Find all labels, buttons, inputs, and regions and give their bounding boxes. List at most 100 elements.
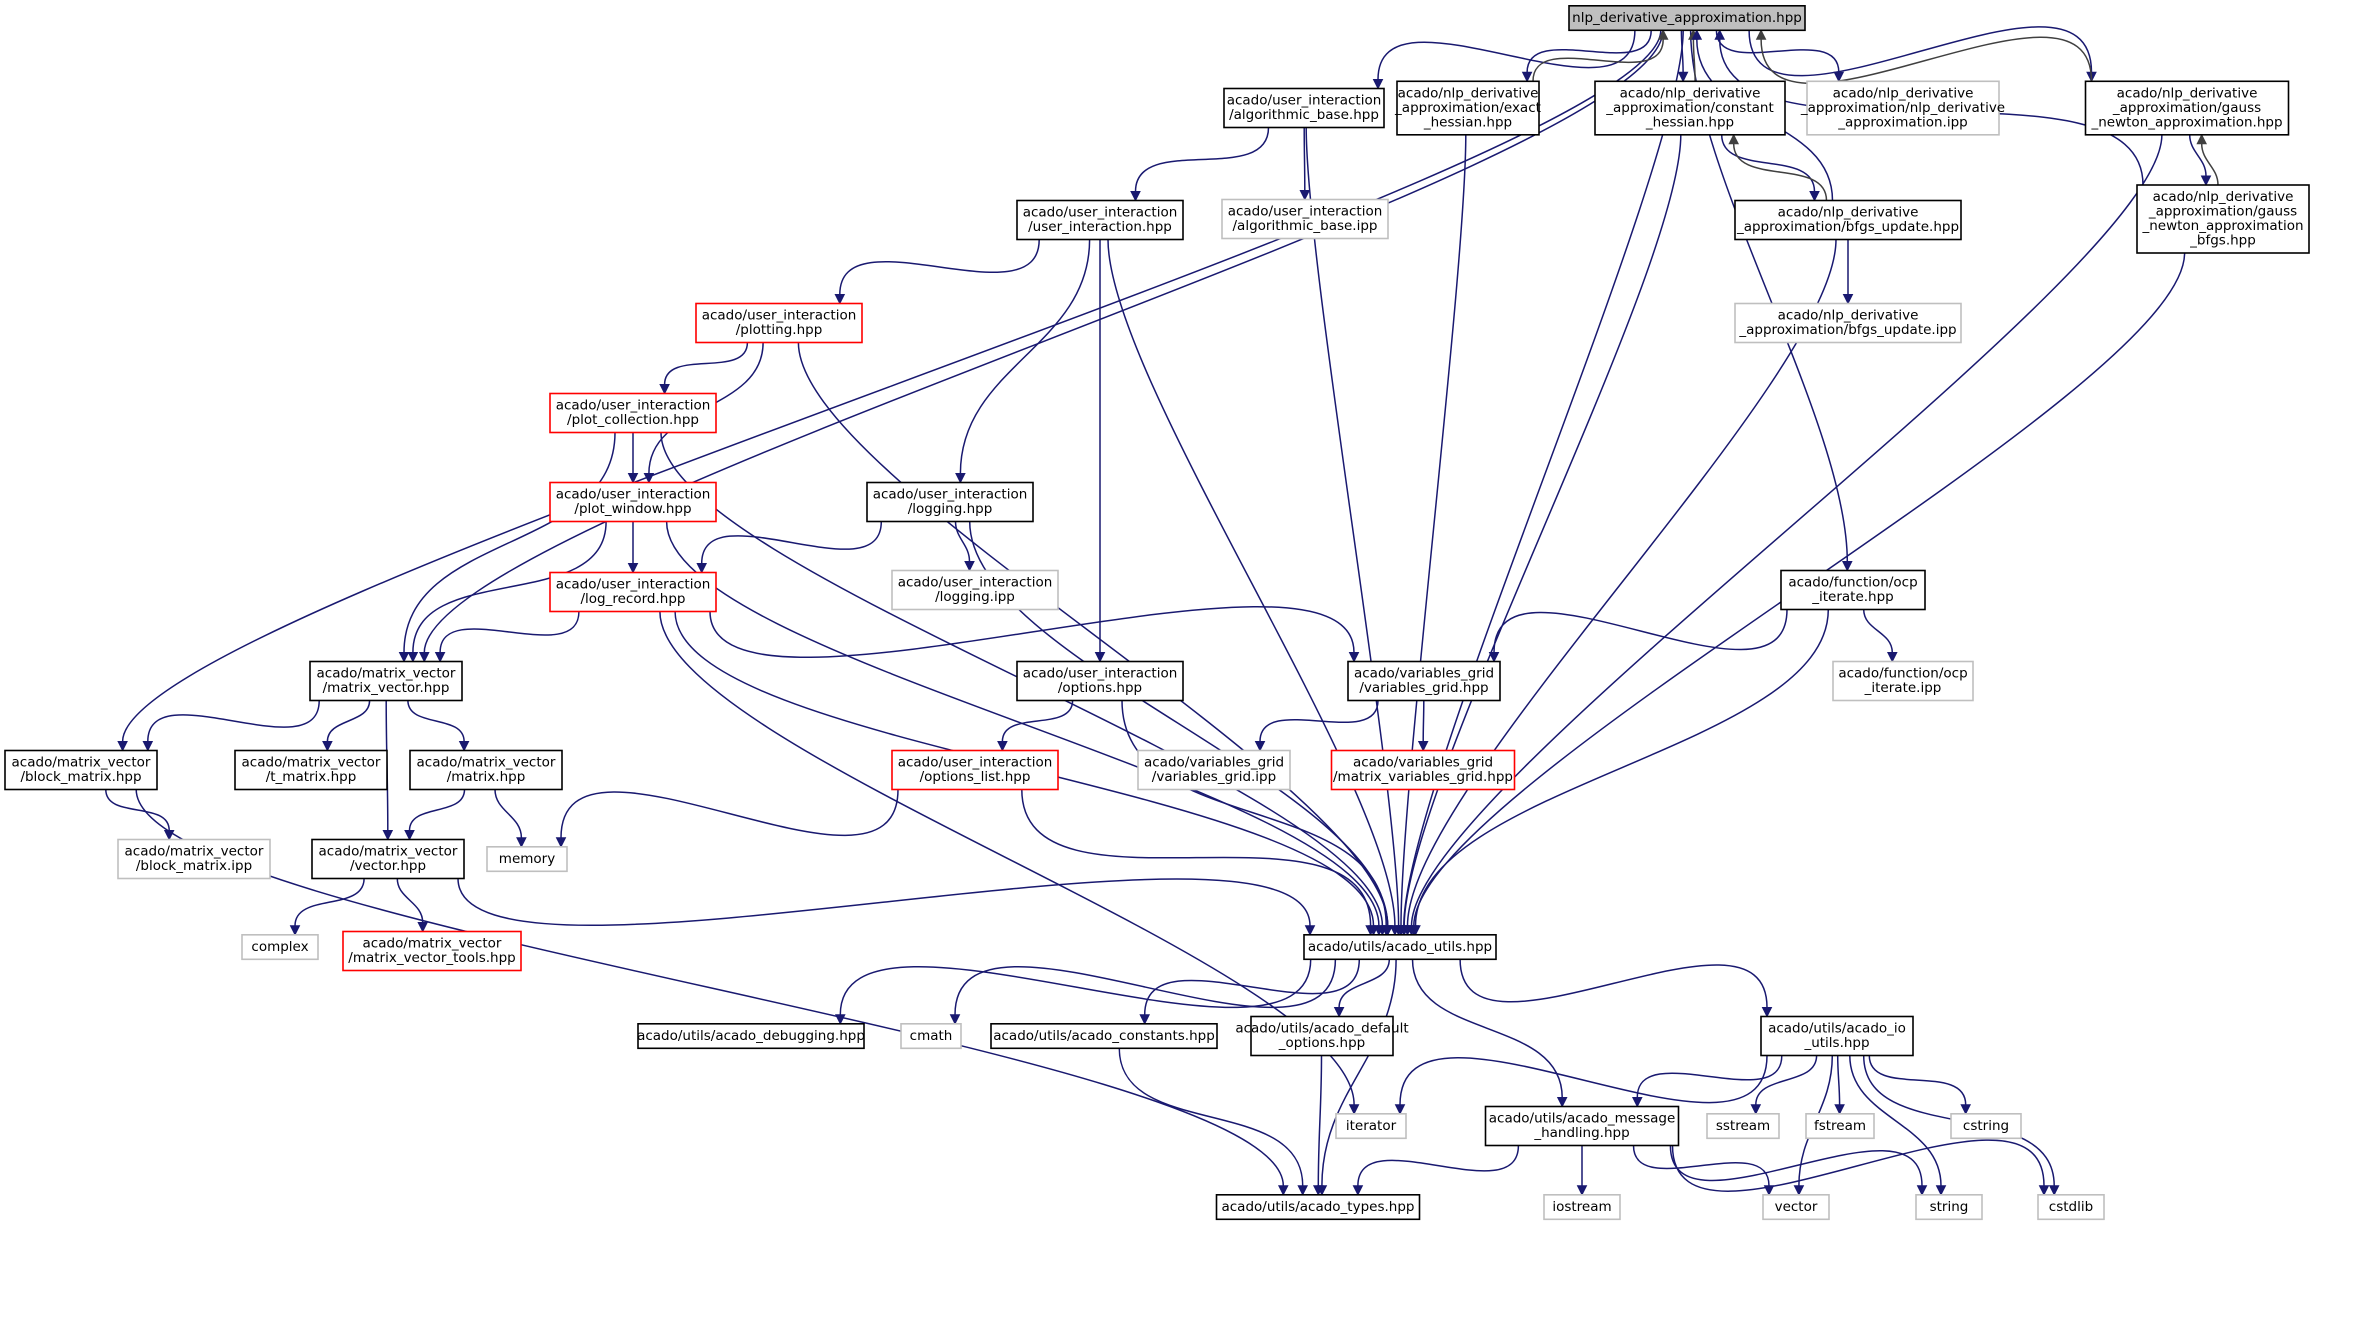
edge-root-to-utils [1398,30,1684,936]
node-box [1330,749,1516,791]
edge-bfgs-to-const_hess [1728,133,1828,201]
node-string: string [1915,1194,1983,1221]
node-tmatrix[interactable]: acado/matrix_vector/t_matrix.hpp [234,749,388,791]
node-box [637,1022,865,1050]
node-debugging[interactable]: acado/utils/acado_debugging.hpp [637,1022,865,1050]
edge-opt_list-to-utils [1021,789,1376,936]
node-alg-base[interactable]: acado/user_interaction/algorithmic_base.… [1223,87,1385,129]
node-options[interactable]: acado/user_interaction/options.hpp [1016,660,1184,702]
node-label-line: /algorithmic_base.hpp [1229,107,1379,123]
node-box [1303,933,1497,961]
node-label-line: cstdlib [2049,1199,2093,1215]
node-label-line: acado/matrix_vector [363,936,502,952]
node-label-line: acado/matrix_vector [242,755,381,771]
node-logging[interactable]: acado/user_interaction/logging.hpp [866,481,1034,523]
edge-root-to-alg_base [1372,30,1636,90]
edge-root-to-gauss [1748,26,2097,83]
edge-io-to-msg [1631,1055,1783,1108]
node-constants[interactable]: acado/utils/acado_constants.hpp [990,1022,1218,1050]
node-box [1016,199,1184,241]
node-gauss-bfgs[interactable]: acado/nlp_derivative_approximation/gauss… [2136,184,2310,254]
node-box [695,302,863,344]
node-plot-win[interactable]: acado/user_interaction/plot_window.hpp [549,481,717,523]
node-gauss[interactable]: acado/nlp_derivative_approximation/gauss… [2084,80,2290,136]
node-memory: memory [486,845,568,873]
node-ui[interactable]: acado/user_interaction/user_interaction.… [1016,199,1184,241]
node-box [1734,302,1962,344]
node-label-line: /plotting.hpp [736,322,823,338]
edge-root-to-exact_hess [1521,30,1652,83]
node-label-line: acado/variables_grid [1144,755,1284,771]
edge-options-to-utils [1121,700,1392,936]
node-vgrid[interactable]: acado/variables_grid/variables_grid.hpp [1347,660,1501,702]
node-box [549,392,717,434]
node-box [1950,1113,2022,1140]
node-label-line: sstream [1716,1118,1770,1134]
node-root[interactable]: nlp_derivative_approximation.hpp [1568,5,1806,32]
edge-constants-to-types [1118,1048,1309,1196]
node-types[interactable]: acado/utils/acado_types.hpp [1215,1194,1421,1221]
node-bfgs[interactable]: acado/nlp_derivative_approximation/bfgs_… [1734,199,1962,241]
node-bfgs-ipp: acado/nlp_derivative_approximation/bfgs_… [1734,302,1962,344]
node-mv[interactable]: acado/matrix_vector/matrix_vector.hpp [309,660,463,702]
node-label-line: acado/utils/acado_io [1768,1021,1906,1037]
edge-matrix-to-memory [494,789,527,848]
node-msg[interactable]: acado/utils/acado_message_handling.hpp [1484,1105,1680,1147]
node-const-hess[interactable]: acado/nlp_derivative_approximation/const… [1594,80,1786,136]
edge-ui-to-logging [955,239,1091,484]
node-label-line: /plot_collection.hpp [567,412,699,428]
node-io[interactable]: acado/utils/acado_io_utils.hpp [1760,1015,1914,1057]
node-label-line: acado/utils/acado_types.hpp [1221,1199,1414,1215]
edge-alg_base-to-utils [1305,127,1404,936]
node-label-line: acado/user_interaction [1023,666,1178,682]
node-label-line: /algorithmic_base.ipp [1233,218,1378,234]
edge-utils-to-io [1459,959,1773,1018]
node-label-line: /options.hpp [1058,680,1142,696]
node-opt-list[interactable]: acado/user_interaction/options_list.hpp [891,749,1059,791]
node-label-line: acado/user_interaction [1228,204,1383,220]
node-mvgrid[interactable]: acado/variables_grid/matrix_variables_gr… [1330,749,1516,791]
node-label-line: acado/function/ocp [1788,575,1917,591]
node-exact-hess[interactable]: acado/nlp_derivative_approximation/exact… [1394,80,1541,136]
node-defopts[interactable]: acado/utils/acado_default_options.hpp [1235,1015,1409,1057]
node-label-line: acado/variables_grid [1353,755,1493,771]
node-plotting[interactable]: acado/user_interaction/plotting.hpp [695,302,863,344]
edge-ocp-to-ocp_ipp [1862,609,1898,663]
node-label-line: _approximation.ipp [1837,114,1967,130]
edge-io-to-fstream [1834,1055,1845,1115]
node-mvtools[interactable]: acado/matrix_vector/matrix_vector_tools.… [342,930,522,972]
node-vector[interactable]: acado/matrix_vector/vector.hpp [311,838,465,880]
node-label-line: /variables_grid.hpp [1359,680,1488,696]
node-box [1706,1113,1780,1140]
node-label-line: acado/user_interaction [556,487,711,503]
node-ocp[interactable]: acado/function/ocp_iterate.hpp [1780,569,1926,611]
edge-matrix-to-vector [404,789,466,841]
edge-bfgs-to-bfgs_ipp [1842,239,1854,305]
edge-plot_coll-to-plot_win [627,432,639,484]
node-matrix[interactable]: acado/matrix_vector/matrix.hpp [409,749,563,791]
edge-blockm-to-types [135,789,1289,1196]
node-log-rec[interactable]: acado/user_interaction/log_record.hpp [549,571,717,613]
node-blockm[interactable]: acado/matrix_vector/block_matrix.hpp [4,749,158,791]
node-sstream: sstream [1706,1113,1780,1140]
node-label-line: acado/matrix_vector [125,844,264,860]
edge-ocp-to-utils [1410,609,1830,936]
node-label-line: /matrix_vector_tools.hpp [348,950,515,966]
node-box [2136,184,2310,254]
edge-log_rec-to-mv [434,611,580,663]
edge-msg-to-types [1352,1145,1520,1196]
node-box [234,749,388,791]
node-box [1915,1194,1983,1221]
node-label-line: /matrix_vector.hpp [323,680,450,696]
edge-ui-to-plotting [834,239,1040,305]
node-label-line: nlp_derivative_approximation.hpp [1572,10,1802,26]
node-label-line: /matrix_variables_grid.hpp [1333,769,1513,785]
edge-utils-to-defopts [1333,959,1391,1018]
edge-root-to-blockm [117,30,1662,752]
node-label-line: /logging.hpp [908,501,993,517]
node-label-line: acado/variables_grid [1354,666,1494,682]
node-plot-coll[interactable]: acado/user_interaction/plot_collection.h… [549,392,717,434]
edge-msg-to-iostream [1576,1145,1588,1196]
node-utils[interactable]: acado/utils/acado_utils.hpp [1303,933,1497,961]
node-label-line: acado/user_interaction [1227,93,1382,109]
